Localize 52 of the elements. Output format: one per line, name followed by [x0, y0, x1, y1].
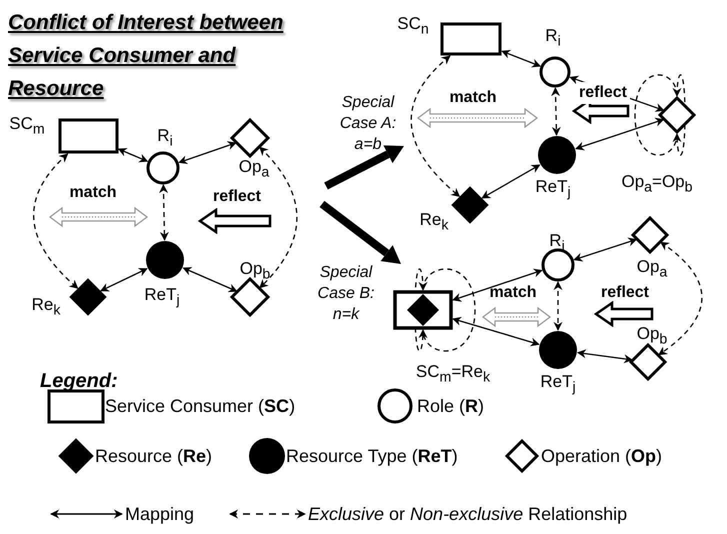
arrow	[178, 141, 237, 164]
annotation-label: reflect	[576, 82, 630, 104]
node-label: ReT$_{j}$	[534, 176, 572, 202]
case-label: Special Case A: a=b	[338, 93, 398, 155]
annotation-label: match	[68, 183, 118, 203]
arrow	[118, 148, 148, 162]
dashed-arrow	[259, 146, 298, 288]
dashed-arrow	[33, 153, 78, 289]
legend-label: Resource Type (ReT)	[286, 445, 458, 468]
node-label: R$_{i}$	[156, 125, 174, 152]
node-label: Op$_{a}$	[636, 256, 668, 282]
node-label: R$_{i}$	[544, 25, 562, 52]
node-label: ReT$_{j}$	[143, 284, 181, 310]
node-label: Op$_{b}$	[238, 258, 272, 284]
annotation-label: match	[448, 88, 498, 108]
dashed-arrow	[634, 74, 686, 156]
arrow	[576, 349, 633, 364]
arrow	[573, 238, 638, 262]
arrow	[182, 267, 238, 292]
case-label: Special Case B: n=k	[316, 263, 376, 325]
arrow	[481, 164, 540, 199]
arrow	[501, 50, 541, 68]
legend-label: Operation (Op)	[541, 445, 662, 468]
dashed-arrow	[551, 87, 561, 136]
title: Conflict of Interest between Service Consumer and Resource	[8, 10, 284, 102]
dashed-arrow	[658, 242, 703, 356]
legend-label: Exclusive or Non-exclusive Relationship	[308, 503, 628, 526]
arrow	[100, 268, 148, 292]
annotation-label: reflect	[600, 283, 650, 303]
node-label: SC$_{m}$=Re$_{k}$	[414, 361, 492, 388]
node-label: Op$_{a}$	[238, 156, 270, 182]
node-label: SC$_{m}$	[8, 113, 46, 140]
node-label: Op$_{a}$=Op$_{b}$	[620, 171, 694, 198]
legend-label: Mapping	[125, 503, 194, 526]
legend-label: Service Consumer (SC)	[105, 395, 296, 418]
arrow	[452, 268, 543, 302]
node-label: ReT$_{j}$	[539, 371, 577, 398]
node-label: Op$_{b}$	[636, 323, 668, 350]
node-label: Re$_{k}$	[30, 294, 62, 320]
dashed-arrow	[554, 281, 562, 331]
annotation-label: reflect	[212, 187, 262, 207]
node-label: SC$_{n}$	[396, 13, 430, 40]
node-label: Re$_{k}$	[418, 209, 450, 236]
dashed-arrow	[410, 55, 460, 198]
arrow	[575, 118, 664, 150]
legend-heading: Legend:	[40, 370, 119, 392]
dashed-arrow	[414, 268, 476, 352]
legend-label: Role (R)	[417, 395, 484, 418]
dashed-arrow	[159, 184, 169, 241]
arrow	[452, 316, 540, 346]
legend-label: Resource (Re)	[95, 445, 212, 468]
annotation-label: match	[488, 283, 538, 303]
